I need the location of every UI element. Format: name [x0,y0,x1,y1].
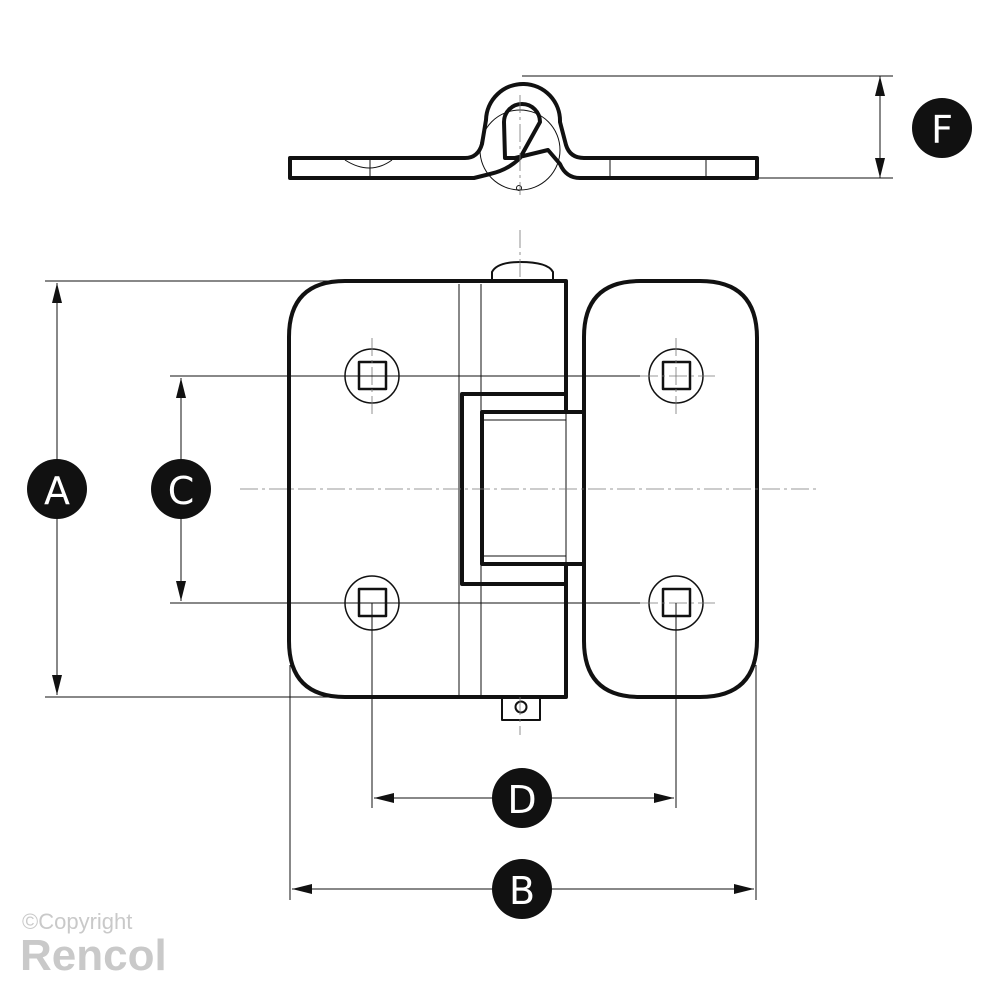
label-a-badge [27,459,87,519]
dimension-d: D [371,603,677,828]
left-leaf [287,279,586,699]
label-d-badge [492,768,552,828]
mounting-hole-top-right [640,338,715,414]
label-d: D [507,778,536,822]
label-f-badge [912,98,972,158]
label-f: F [931,108,953,152]
label-b-badge [492,859,552,919]
label-c-badge [151,459,211,519]
copyright-line: ©Copyright [22,909,132,934]
pin-tail-hole [514,700,528,714]
pin-head [491,261,554,281]
pin-tail [501,697,541,721]
top-view-leaf-hole [344,159,393,169]
copyright-brand: Rencol [20,931,167,980]
hinge-front-view [240,230,820,735]
right-leaf [582,279,759,699]
top-view-profile [288,82,759,180]
label-b: B [509,869,535,913]
copyright-watermark: ©Copyright Rencol [20,909,167,980]
label-a: A [44,469,70,513]
hinge-top-view [288,82,759,195]
dimension-c: C [151,375,640,604]
hinge-knuckle [460,392,568,586]
mounting-hole-bottom-right [640,575,715,631]
dimension-a: A [27,280,345,698]
dimension-f: F [522,75,972,179]
dimension-b: B [289,665,757,919]
label-c: C [168,469,195,513]
